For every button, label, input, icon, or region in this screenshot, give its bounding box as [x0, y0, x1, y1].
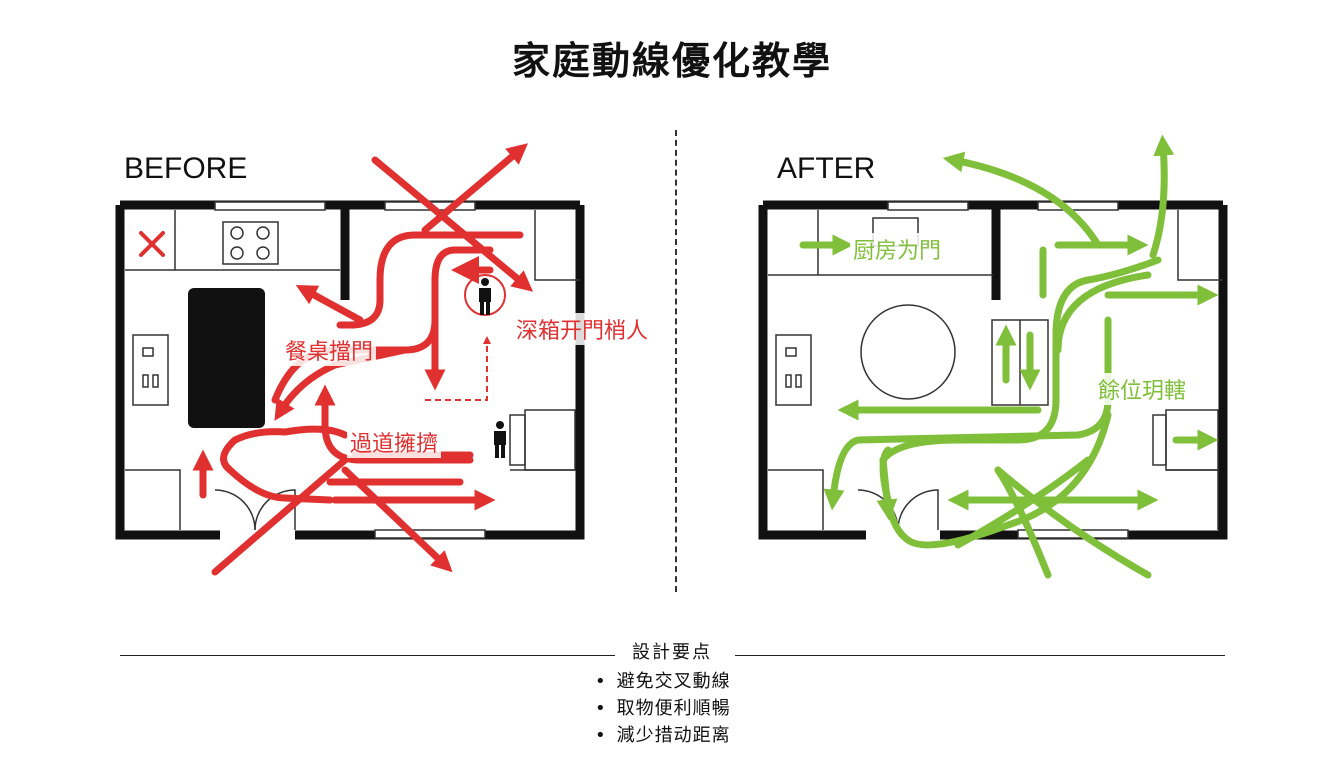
summary-point: 避免交叉動線 — [595, 668, 731, 695]
after-floor-plan: 厨房为門 餘位玥轄 — [758, 134, 1228, 579]
before-fixtures — [125, 210, 580, 531]
before-annotation-aisle: 過道擁擠 — [347, 426, 442, 458]
after-fixtures — [768, 210, 1223, 531]
before-dining-table — [188, 288, 265, 428]
summary-line-right — [735, 655, 1225, 656]
after-annotation-seat: 餘位玥轄 — [1095, 373, 1190, 405]
before-plan-drawing — [115, 143, 585, 576]
center-divider — [675, 130, 677, 592]
page-title: 家庭動線優化教學 — [511, 39, 832, 83]
summary-title: 設計要点 — [632, 642, 712, 663]
before-x-mark-icon — [139, 231, 165, 257]
after-annotation-kitchen: 厨房为門 — [850, 233, 945, 265]
before-annotation-table: 餐桌擋門 — [282, 334, 377, 366]
before-label: BEFORE — [124, 152, 248, 185]
after-label: AFTER — [777, 152, 876, 185]
after-flow-paths — [799, 134, 1219, 579]
before-dashed-path — [425, 336, 491, 401]
summary-points: 避免交叉動線 取物便利順暢 減少措动距离 — [595, 668, 731, 749]
summary-point: 取物便利順暢 — [595, 695, 731, 722]
before-floor-plan: 餐桌擋門 深箱开門梢人 過道擁擠 — [115, 143, 652, 576]
before-person-icon — [464, 274, 506, 458]
after-plan-drawing — [758, 134, 1228, 579]
before-annotation-door: 深箱开門梢人 — [513, 313, 652, 345]
summary-point: 減少措动距离 — [595, 722, 731, 749]
summary-line-left — [120, 655, 615, 656]
